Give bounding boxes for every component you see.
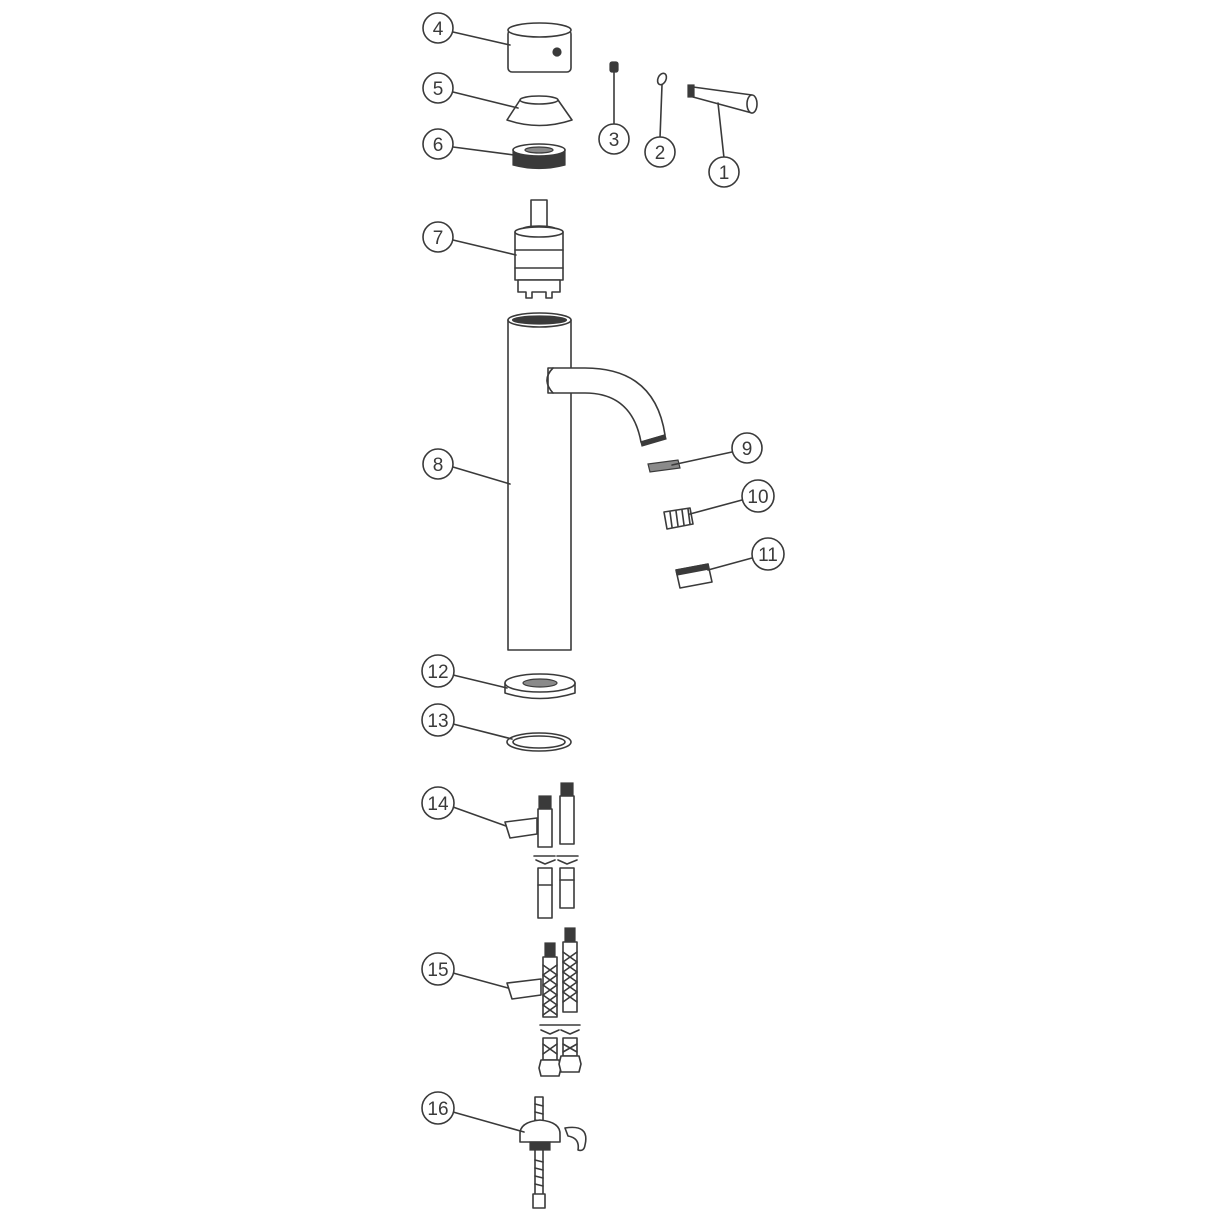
- callout-10-label: 10: [747, 487, 768, 508]
- callout-16-label: 16: [427, 1099, 448, 1120]
- callout-8-label: 8: [433, 455, 444, 476]
- callout-6-label: 6: [433, 135, 444, 156]
- part-aerator-housing: [675, 563, 713, 589]
- callout-16: 16: [421, 1091, 455, 1125]
- part-handle-cap: [507, 22, 572, 73]
- callout-2: 2: [644, 136, 676, 168]
- callout-10: 10: [741, 479, 775, 513]
- callout-5-label: 5: [433, 79, 444, 100]
- callout-14-label: 14: [427, 794, 449, 815]
- callout-15: 15: [421, 952, 455, 986]
- callout-5: 5: [422, 72, 454, 104]
- part-base-washer: [506, 732, 572, 752]
- callout-4-label: 4: [433, 19, 444, 40]
- callout-9-label: 9: [742, 439, 753, 460]
- callout-11: 11: [751, 537, 785, 571]
- part-base-plate: [504, 673, 576, 700]
- callout-9: 9: [731, 432, 763, 464]
- callout-7: 7: [422, 221, 454, 253]
- callout-3: 3: [598, 123, 630, 155]
- callout-1: 1: [708, 156, 740, 188]
- callout-1-label: 1: [719, 163, 730, 184]
- callout-2-label: 2: [655, 143, 666, 164]
- callout-11-label: 11: [758, 545, 778, 566]
- callout-4: 4: [422, 12, 454, 44]
- callout-6: 6: [422, 128, 454, 160]
- callout-8: 8: [422, 448, 454, 480]
- callout-15-label: 15: [427, 960, 448, 981]
- callout-13: 13: [421, 703, 455, 737]
- part-o-ring: [656, 72, 668, 86]
- part-cone-shroud: [506, 95, 573, 127]
- callout-13-label: 13: [427, 711, 448, 732]
- part-tail-pipes: [504, 782, 579, 919]
- callout-7-label: 7: [433, 228, 444, 249]
- part-tap-body: [507, 312, 667, 651]
- part-lever: [687, 84, 758, 114]
- callout-leaders: [452, 31, 753, 1133]
- part-fixing-kit: [519, 1096, 587, 1209]
- part-aerator-mesh: [663, 507, 694, 530]
- part-flexible-hoses: [506, 927, 582, 1077]
- callout-3-label: 3: [609, 130, 620, 151]
- callout-12-label: 12: [427, 662, 448, 683]
- part-lock-nut: [512, 143, 566, 170]
- callout-12: 12: [421, 654, 455, 688]
- part-aerator-insert: [647, 459, 681, 473]
- part-cartridge: [514, 199, 564, 299]
- callout-14: 14: [421, 786, 455, 820]
